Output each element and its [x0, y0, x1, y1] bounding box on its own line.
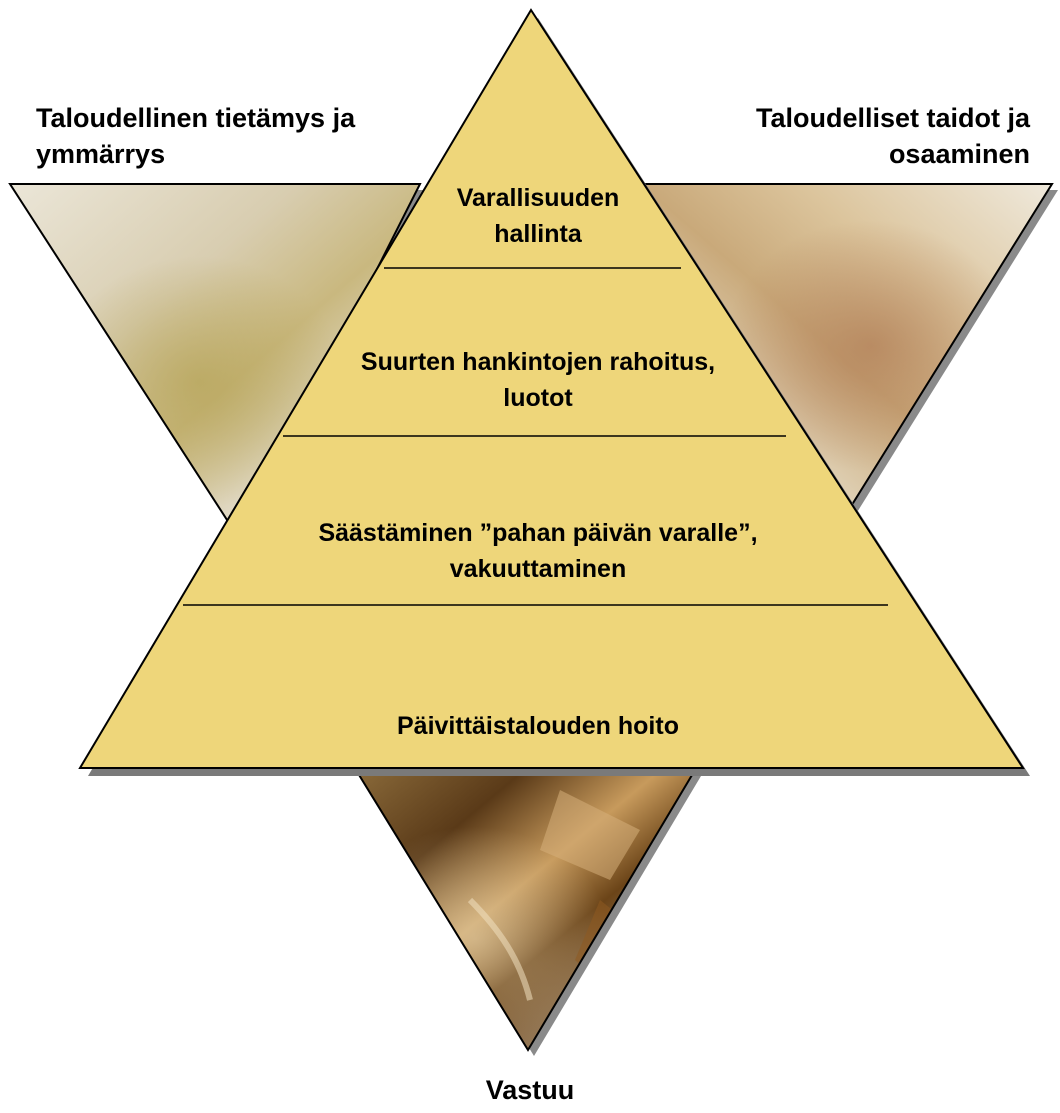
label-responsibility: Vastuu — [485, 1075, 575, 1105]
label-financial-skills: Taloudelliset taidot ja osaaminen — [700, 100, 1030, 172]
label-line: osaaminen — [888, 139, 1030, 169]
tier-label-line: vakuuttaminen — [450, 555, 626, 583]
tier-label-line: hallinta — [494, 220, 583, 248]
tier-label-line: luotot — [503, 384, 573, 412]
label-line: ymmärrys — [36, 139, 166, 169]
pyramid-tier-saving: Säästäminen ”pahan päivän varalle”, vaku… — [318, 519, 757, 583]
pyramid-tier-wealth: Varallisuuden hallinta — [457, 184, 620, 248]
bottom-photo-triangle — [354, 769, 701, 1056]
label-line: Taloudelliset taidot ja — [755, 103, 1030, 133]
label-financial-knowledge: Taloudellinen tietämys ja ymmärrys — [36, 100, 396, 172]
pyramid — [78, 8, 1030, 776]
pyramid-tier-financing: Suurten hankintojen rahoitus, luotot — [361, 348, 715, 412]
label-line: Taloudellinen tietämys ja — [36, 103, 356, 133]
tier-label-line: Suurten hankintojen rahoitus, — [361, 348, 715, 376]
tier-label-line: Säästäminen ”pahan päivän varalle”, — [318, 519, 757, 547]
tier-label-line: Päivittäistalouden hoito — [397, 712, 679, 740]
pyramid-tier-daily: Päivittäistalouden hoito — [397, 712, 679, 740]
tier-label-line: Varallisuuden — [457, 184, 620, 212]
